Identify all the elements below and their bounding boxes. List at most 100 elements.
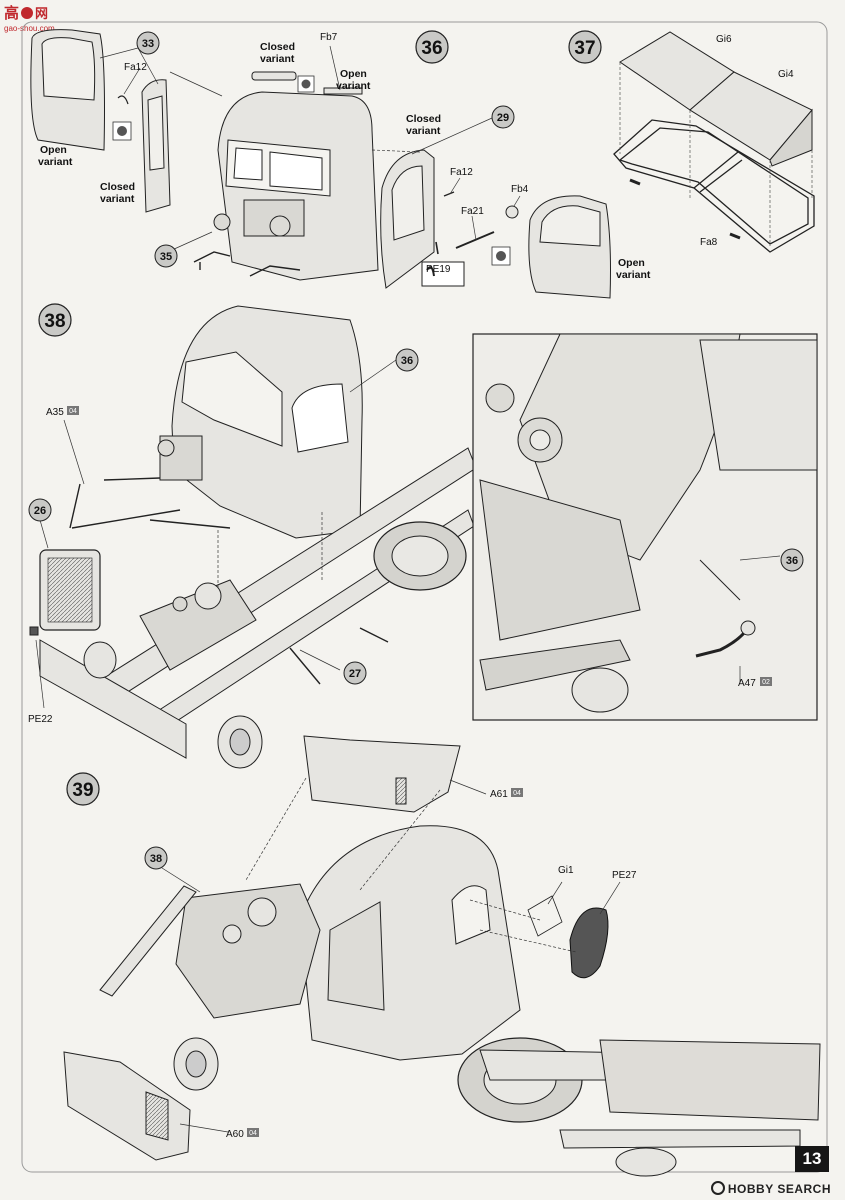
label-pe19: PE19 <box>426 264 451 275</box>
steering-rods <box>69 477 389 685</box>
label-fa12-left: Fa12 <box>124 62 147 73</box>
label-a60: A60 <box>226 1129 244 1140</box>
bow-frame <box>613 119 815 253</box>
part-fa12-left <box>117 95 129 105</box>
canvas-top <box>619 31 813 167</box>
label-closed-variant-top-1: Closed <box>260 41 295 53</box>
step-38-number: 38 <box>44 311 65 332</box>
step-36: 36 33 Fa12 Open variant Closed variant 3… <box>30 29 651 299</box>
leader-lines <box>619 62 813 246</box>
hobby-search-watermark: HOBBY SEARCH <box>710 1181 831 1196</box>
step-38: 38 A35 04 36 26 PE22 27 36 A47 02 <box>28 303 818 769</box>
step-39: 39 A61 04 38 Gi1 PE27 A60 04 <box>63 735 821 1177</box>
label-closed-variant-right-2: variant <box>406 125 441 137</box>
site-logo: 高网 gao-shou.com <box>4 6 55 36</box>
page-number: 13 <box>795 1146 829 1172</box>
label-open-variant-left-2: variant <box>38 156 73 168</box>
engine-block <box>139 579 257 671</box>
red-logo-icon <box>21 7 34 19</box>
part-fb4 <box>505 205 519 219</box>
part-fa21 <box>455 231 495 249</box>
ref-38: 38 <box>150 853 162 865</box>
ref-27-circle <box>343 661 367 685</box>
label-fa12-right: Fa12 <box>450 167 473 178</box>
direction-icon <box>297 75 315 93</box>
a35-badge: 04 <box>69 408 77 415</box>
label-fb4: Fb4 <box>511 184 529 195</box>
ref-29-circle <box>491 105 515 129</box>
step-39-circle <box>66 772 100 806</box>
open-door-right <box>528 195 611 299</box>
part-fa12-right <box>443 191 455 197</box>
part-gi1 <box>527 895 563 937</box>
rear-chassis <box>479 1039 821 1177</box>
leader-lines <box>35 359 397 709</box>
closed-door-left <box>141 79 171 213</box>
hobby-search-logo-icon <box>710 1181 725 1195</box>
label-gi6: Gi6 <box>716 34 732 45</box>
a60-badge: 04 <box>249 1130 257 1137</box>
label-fb7: Fb7 <box>320 32 338 43</box>
cab-body <box>213 91 379 281</box>
step-39-number: 39 <box>72 780 93 801</box>
site-logo-url: gao-shou.com <box>4 24 55 33</box>
pe19-box <box>421 261 465 287</box>
direction-icon <box>112 121 132 141</box>
ref-33-circle <box>136 31 160 55</box>
a35-badge-bg <box>67 406 79 415</box>
a47-badge-bg <box>760 677 772 686</box>
ref-27: 27 <box>349 668 361 680</box>
label-open-variant-right-2: variant <box>616 269 651 281</box>
ref-36: 36 <box>401 355 413 367</box>
label-gi1: Gi1 <box>558 865 574 876</box>
cab-final <box>299 825 521 1061</box>
label-closed-variant-left-1: Closed <box>100 181 135 193</box>
front-bumper <box>99 885 197 997</box>
a60-badge-bg <box>247 1128 259 1137</box>
step-36-circle <box>415 30 449 64</box>
step-37-number: 37 <box>574 38 595 59</box>
ref-36b-circle <box>780 548 804 572</box>
a47-badge: 02 <box>762 679 770 686</box>
label-pe27: PE27 <box>612 870 637 881</box>
label-open-variant-right-1: Open <box>618 257 645 269</box>
part-pe19 <box>426 266 435 277</box>
label-open-variant-left-1: Open <box>40 144 67 156</box>
leader-lines <box>161 777 621 1133</box>
part-fb7 <box>323 87 363 95</box>
label-gi4: Gi4 <box>778 69 794 80</box>
spare-wheel <box>373 521 467 591</box>
ref-29: 29 <box>497 112 509 124</box>
part-roof-closed <box>251 71 297 81</box>
front-axle-wheel <box>83 641 263 769</box>
label-closed-variant-top-2: variant <box>260 53 295 65</box>
part-pe19-small <box>435 241 439 255</box>
ref-35-circle <box>154 244 178 268</box>
label-open-variant-top-2: variant <box>336 80 371 92</box>
direction-icon <box>491 246 511 266</box>
site-logo-text: 高 <box>4 5 20 22</box>
label-a61: A61 <box>490 789 508 800</box>
radiator <box>39 549 101 631</box>
cab-pedals <box>193 251 301 277</box>
ref-36-circle <box>395 348 419 372</box>
open-door-left <box>30 29 105 151</box>
a61-badge-bg <box>511 788 523 797</box>
label-fa8: Fa8 <box>700 237 718 248</box>
label-a47: A47 <box>738 678 756 689</box>
label-open-variant-top-1: Open <box>340 68 367 80</box>
step-38-circle <box>38 303 72 337</box>
detail-inset <box>472 333 818 721</box>
label-pe22: PE22 <box>28 714 53 725</box>
leader-lines <box>99 45 521 251</box>
part-a61 <box>303 735 461 813</box>
cab-assembled <box>157 305 363 539</box>
step-37-circle <box>568 30 602 64</box>
label-closed-variant-right-1: Closed <box>406 113 441 125</box>
front-wheel <box>173 1037 219 1091</box>
closed-door-right <box>380 149 435 289</box>
label-a35: A35 <box>46 407 64 418</box>
part-a60 <box>63 1051 191 1161</box>
